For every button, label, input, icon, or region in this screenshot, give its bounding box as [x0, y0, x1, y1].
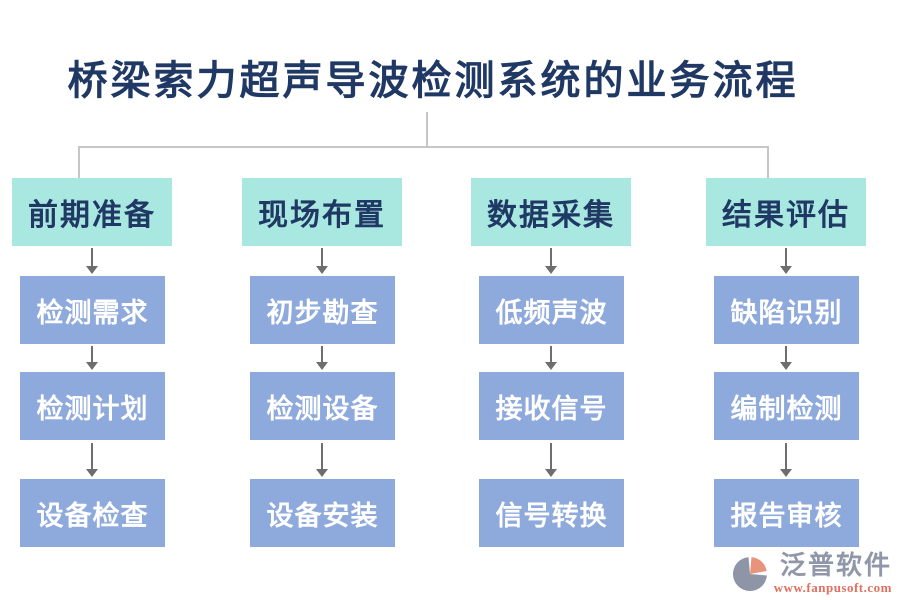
- step-box: 接收信号: [479, 372, 624, 440]
- fanpu-logo-icon: [732, 556, 767, 591]
- step-box: 缺陷识别: [714, 276, 859, 344]
- step-box: 检测设备: [250, 372, 395, 440]
- connector-drop-left: [78, 146, 80, 179]
- phase-header-result-evaluation: 结果评估: [706, 178, 866, 246]
- arrow-down-icon: [780, 346, 792, 370]
- fanpu-logo: 泛普软件 www.fanpusoft.com: [729, 550, 892, 596]
- arrow-down-icon: [86, 346, 98, 370]
- arrow-down-icon: [316, 443, 328, 477]
- page-title: 桥梁索力超声导波检测系统的业务流程: [67, 58, 799, 103]
- step-box: 编制检测: [714, 372, 859, 440]
- arrow-down-icon: [316, 248, 328, 274]
- connector-drop-right: [767, 146, 769, 179]
- fanpu-logo-url[interactable]: www.fanpusoft.com: [773, 580, 892, 595]
- phase-header-site-setup: 现场布置: [242, 178, 402, 246]
- step-box: 报告审核: [714, 479, 859, 547]
- arrow-down-icon: [86, 443, 98, 477]
- fanpu-logo-name: 泛普软件: [779, 550, 892, 580]
- step-box: 检测需求: [20, 276, 165, 344]
- step-box: 初步勘查: [250, 276, 395, 344]
- arrow-down-icon: [780, 248, 792, 274]
- title-connector-stub: [426, 112, 428, 147]
- step-box: 检测计划: [20, 372, 165, 440]
- step-box: 低频声波: [479, 276, 624, 344]
- step-box: 设备安装: [250, 479, 395, 547]
- phase-header-preparation: 前期准备: [12, 178, 172, 246]
- arrow-down-icon: [86, 248, 98, 274]
- arrow-down-icon: [780, 443, 792, 477]
- step-box: 设备检查: [20, 479, 165, 547]
- arrow-down-icon: [316, 346, 328, 370]
- arrow-down-icon: [545, 248, 557, 274]
- arrow-down-icon: [545, 443, 557, 477]
- arrow-down-icon: [545, 346, 557, 370]
- step-box: 信号转换: [479, 479, 624, 547]
- phase-header-data-acquisition: 数据采集: [471, 178, 631, 246]
- tree-connector-hline: [78, 146, 769, 148]
